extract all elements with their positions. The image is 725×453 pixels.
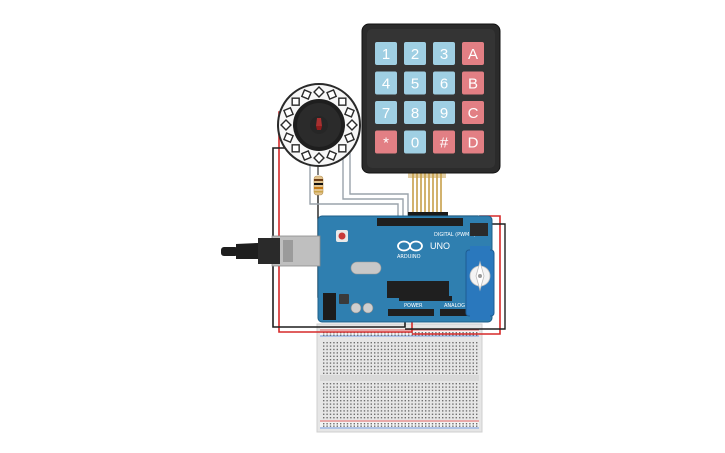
gray-wire-ring-data xyxy=(309,160,399,224)
keypad-4x4[interactable]: 1 2 3 A 4 5 6 B 7 8 9 C * 0 # D xyxy=(361,23,501,225)
key-cap xyxy=(433,130,455,154)
dc-power-jack[interactable] xyxy=(323,293,336,320)
key-9[interactable]: 9 xyxy=(433,101,455,124)
key-star[interactable]: * xyxy=(375,130,397,154)
key-1[interactable]: 1 xyxy=(375,42,397,65)
ring-pixel xyxy=(344,132,355,144)
key-cap xyxy=(462,130,484,154)
key-cap xyxy=(404,42,426,65)
atmega-chip xyxy=(387,281,449,298)
key-label: 6 xyxy=(440,76,448,93)
ring-pixel xyxy=(326,150,338,161)
digital-header xyxy=(377,218,463,226)
key-label: 5 xyxy=(411,76,419,93)
key-cap xyxy=(375,101,397,124)
servo-connector xyxy=(470,223,488,236)
analog-header-label: ANALOG IN xyxy=(444,303,472,309)
ring-pixel xyxy=(313,86,325,98)
key-label: 2 xyxy=(411,46,419,63)
key-c[interactable]: C xyxy=(462,101,484,124)
key-b[interactable]: B xyxy=(462,71,484,95)
power-header-label: POWER xyxy=(404,303,423,309)
servo-motor-icon[interactable] xyxy=(465,223,495,320)
ring-pixel xyxy=(291,144,300,153)
usb-plug-icon[interactable] xyxy=(221,238,293,264)
ring-pixel xyxy=(326,89,338,100)
ring-pixel xyxy=(338,144,347,153)
key-a[interactable]: A xyxy=(462,42,484,65)
ring-pixel xyxy=(313,152,325,164)
capacitor-2 xyxy=(362,302,374,314)
key-label: C xyxy=(468,105,479,122)
key-cap xyxy=(404,130,426,154)
black-wire-ring-ground xyxy=(272,147,406,328)
key-cap xyxy=(375,71,397,95)
wires xyxy=(272,111,506,335)
key-label: 3 xyxy=(440,46,448,63)
arduino-uno-board[interactable]: UNO ARDUINO DIGITAL (PWM~) POWER ANALOG … xyxy=(271,215,493,323)
power-header xyxy=(388,309,434,316)
key-label: 0 xyxy=(411,135,419,152)
key-2[interactable]: 2 xyxy=(404,42,426,65)
gray-wire-keypad-1 xyxy=(342,150,404,224)
digital-header-label: DIGITAL (PWM~) xyxy=(434,232,476,238)
ring-pixel xyxy=(300,89,312,100)
key-label: 9 xyxy=(440,105,448,122)
key-7[interactable]: 7 xyxy=(375,101,397,124)
key-cap xyxy=(462,101,484,124)
brand-label: ARDUINO xyxy=(397,254,421,260)
ring-pixel xyxy=(300,150,312,161)
key-label: B xyxy=(468,76,478,93)
key-cap xyxy=(462,42,484,65)
key-label: 7 xyxy=(382,105,390,122)
key-cap xyxy=(375,130,397,154)
key-cap xyxy=(433,101,455,124)
capacitor-1 xyxy=(350,302,362,314)
gray-wire-keypad-2 xyxy=(349,150,409,224)
key-label: A xyxy=(468,46,478,63)
key-cap xyxy=(433,42,455,65)
key-6[interactable]: 6 xyxy=(433,71,455,95)
neopixel-ring-icon[interactable] xyxy=(277,83,361,167)
ring-pixel xyxy=(338,97,347,106)
key-cap xyxy=(433,71,455,95)
ring-pixel xyxy=(344,106,355,118)
ring-pixel xyxy=(280,119,292,131)
key-label: D xyxy=(468,135,479,152)
key-cap xyxy=(462,71,484,95)
key-label: 1 xyxy=(382,46,390,63)
analog-header xyxy=(440,309,477,316)
key-5[interactable]: 5 xyxy=(404,71,426,95)
key-8[interactable]: 8 xyxy=(404,101,426,124)
board-model-label: UNO xyxy=(430,241,450,251)
key-d[interactable]: D xyxy=(462,130,484,154)
key-label: # xyxy=(440,135,449,152)
arduino-logo: UNO ARDUINO xyxy=(397,240,450,260)
crystal xyxy=(350,261,382,275)
key-label: 4 xyxy=(382,76,390,93)
ring-pixel xyxy=(291,97,300,106)
key-label: 8 xyxy=(411,105,419,122)
voltage-regulator xyxy=(339,294,349,304)
ring-pixel xyxy=(283,106,294,118)
key-4[interactable]: 4 xyxy=(375,71,397,95)
key-hash[interactable]: # xyxy=(433,130,455,154)
ring-pixel xyxy=(283,132,294,144)
key-0[interactable]: 0 xyxy=(404,130,426,154)
ring-pixel xyxy=(346,119,358,131)
key-label: * xyxy=(383,135,389,152)
key-cap xyxy=(375,42,397,65)
key-3[interactable]: 3 xyxy=(433,42,455,65)
key-cap xyxy=(404,71,426,95)
key-cap xyxy=(404,101,426,124)
breadboard[interactable] xyxy=(316,323,483,433)
resistor-icon[interactable] xyxy=(313,175,324,196)
